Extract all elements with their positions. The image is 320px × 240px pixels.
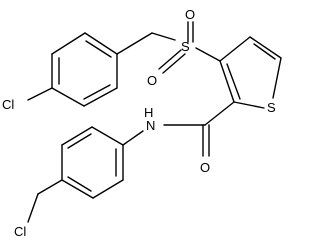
chlorophenyl-ring-bottom <box>61 126 124 199</box>
double-bond <box>67 133 92 149</box>
bond-ch2-s <box>151 32 176 41</box>
atom-s-thiophene: S <box>267 100 276 115</box>
bond-cl-bottom <box>37 179 63 195</box>
molecule-svg: Cl O O S S H N O Cl <box>2 7 282 239</box>
bond <box>272 57 282 99</box>
atom-cl-top: Cl <box>2 97 14 112</box>
bond-n-aryl <box>122 130 144 146</box>
double-bond <box>67 176 92 192</box>
bond-thiophene-carbonyl <box>204 101 235 126</box>
atom-h-amide: H <box>144 105 153 120</box>
bond <box>233 101 265 109</box>
bond <box>92 179 124 199</box>
atom-o-sulfonyl-left: O <box>147 73 157 88</box>
double-bond <box>83 84 111 100</box>
thiophene-ring <box>219 36 282 109</box>
bond <box>83 87 118 107</box>
bond <box>219 36 251 62</box>
double-bond <box>85 40 112 58</box>
bond <box>61 179 94 199</box>
bond <box>91 126 124 146</box>
atom-o-carbonyl: O <box>200 160 210 175</box>
molecule-diagram: Cl O O S S H N O Cl <box>2 7 282 239</box>
bond-benzyl-ch2 <box>116 32 153 55</box>
bond-s-thiophene <box>195 47 221 62</box>
chlorophenyl-ring-top <box>51 32 118 107</box>
bond <box>219 60 235 103</box>
atom-cl-bottom: Cl <box>14 224 26 239</box>
bond <box>61 126 93 146</box>
bond-cl-bottom-ext <box>27 193 39 223</box>
bond-s-o-left-a <box>158 49 182 70</box>
bond <box>249 36 282 59</box>
bond <box>51 32 86 55</box>
double-bond <box>226 63 241 100</box>
bond <box>51 87 85 107</box>
atom-n-amide: N <box>146 118 155 133</box>
double-bond <box>253 43 276 60</box>
atom-o-sulfonyl-right: O <box>185 7 195 22</box>
bond <box>84 32 118 55</box>
bond-s-o-left-b <box>162 53 186 74</box>
bond-cl-top <box>27 87 53 101</box>
atom-s-sulfonyl: S <box>181 39 190 54</box>
